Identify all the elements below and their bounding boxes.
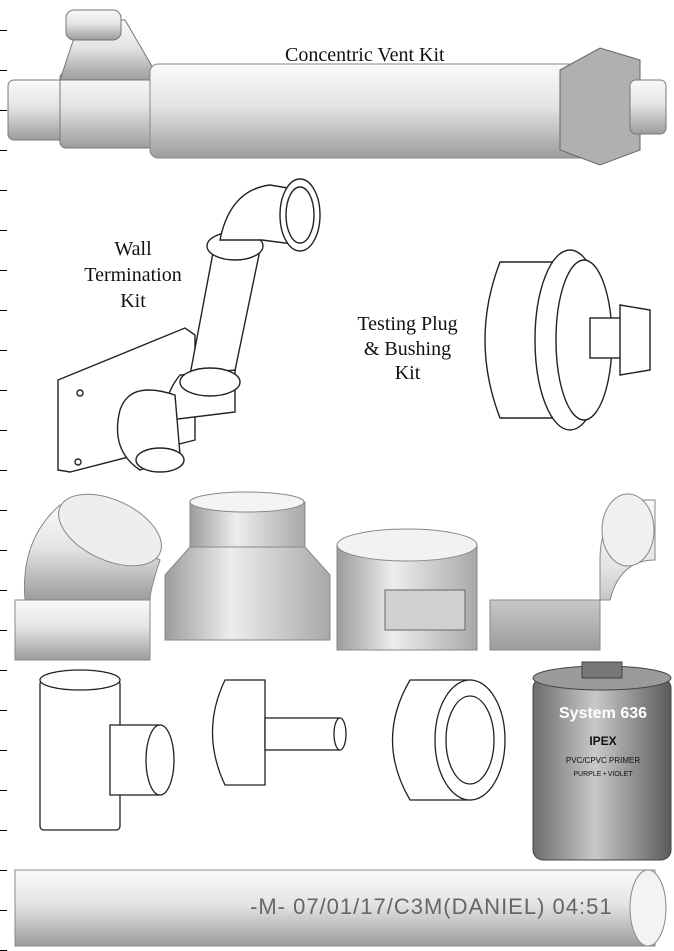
line-drawing-tee	[39, 669, 175, 831]
primer-can-ipex: IPEX	[589, 734, 617, 748]
ruler-tick	[0, 470, 7, 471]
ruler-tick	[0, 790, 7, 791]
ruler-tick	[0, 750, 7, 751]
long-pipe-image	[14, 869, 667, 947]
ruler-tick	[0, 830, 7, 831]
ruler-tick	[0, 70, 7, 71]
ruler-tick	[0, 310, 7, 311]
caption-wall-termination-line1: Wall	[114, 238, 152, 260]
pipe-print-text: -M- 07/01/17/C3M(DANIEL) 04:51	[250, 894, 613, 919]
caption-wall-termination-line3: Kit	[120, 290, 146, 312]
wall-termination-kit-image	[57, 178, 321, 473]
ruler-tick	[0, 230, 7, 231]
caption-testing-plug-line2: & Bushing	[363, 338, 452, 360]
ruler-tick	[0, 550, 7, 551]
ruler-tick	[0, 110, 7, 111]
ruler-tick	[0, 870, 7, 871]
ruler-tick	[0, 350, 7, 351]
ruler-tick	[0, 910, 7, 911]
line-drawing-bushing	[391, 679, 506, 801]
caption-wall-termination-line2: Termination	[84, 264, 182, 286]
caption-concentric-vent-kit: Concentric Vent Kit	[285, 44, 445, 66]
caption-testing-plug-line3: Kit	[394, 362, 421, 384]
caption-testing-plug-line1: Testing Plug	[357, 313, 458, 335]
ruler-tick	[0, 710, 7, 711]
ruler-tick	[0, 150, 7, 151]
testing-plug-bushing-kit-image	[484, 249, 651, 431]
ruler-tick	[0, 510, 7, 511]
primer-can-image	[532, 661, 672, 861]
line-drawing-adapter	[211, 679, 347, 786]
ruler-tick	[0, 190, 7, 191]
ruler-tick	[0, 630, 7, 631]
primer-can-line2: PURPLE • VIOLET	[573, 771, 633, 778]
left-edge-ruler	[0, 0, 7, 951]
ruler-tick	[0, 270, 7, 271]
primer-can-brand: System 636	[558, 705, 648, 722]
ruler-tick	[0, 390, 7, 391]
concentric-vent-kit-image	[7, 9, 667, 166]
ruler-tick	[0, 430, 7, 431]
ruler-tick	[0, 670, 7, 671]
ruler-tick	[0, 30, 7, 31]
ruler-tick	[0, 590, 7, 591]
fittings-photo-row	[14, 491, 656, 661]
primer-can-line1: PVC/CPVC PRIMER	[565, 756, 641, 765]
